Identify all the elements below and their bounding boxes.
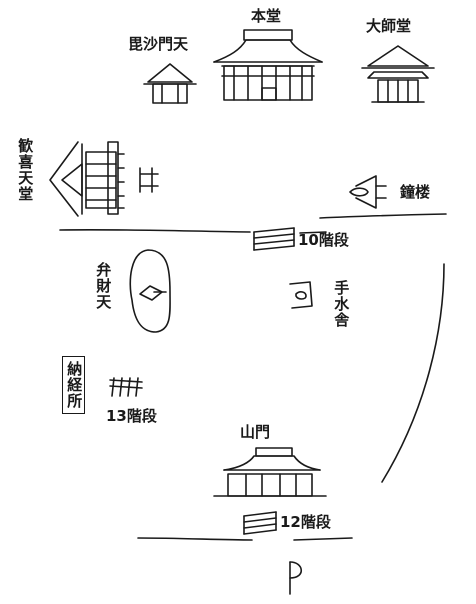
shoro-building-icon [350,176,386,208]
label-stairs-10: 10階段 [298,231,349,249]
benzaiten-pond-icon [130,250,170,332]
kangitendo-building-icon [50,142,158,216]
label-shoro: 鐘楼 [400,183,431,201]
label-sanmon: 山門 [240,423,271,441]
label-chozuya: 手水舎 [332,280,351,328]
label-kangitendo: 歓喜天堂 [16,138,35,202]
right-path-line [382,264,444,482]
bishamonten-shrine-icon [144,64,196,103]
stairs-13-icon [110,378,142,396]
sanmon-gate-icon [214,448,326,496]
lower-path-line [138,538,352,540]
daishido-building-icon [362,46,434,102]
chozuya-building-icon [290,282,312,308]
label-benzaiten: 弁財天 [94,262,113,310]
stairs-12-icon [244,512,276,534]
label-daishido: 大師堂 [366,17,412,35]
label-nokyosho: 納経所 [62,356,86,414]
parking-sign-icon [290,562,301,594]
upper-terrace-line [60,214,446,233]
label-stairs-13: 13階段 [106,407,157,425]
label-stairs-12: 12階段 [280,513,331,531]
label-hondo: 本堂 [251,7,282,25]
label-bishamonten: 毘沙門天 [128,35,189,53]
hondo-building-icon [214,30,322,100]
stairs-10-icon [254,228,294,250]
